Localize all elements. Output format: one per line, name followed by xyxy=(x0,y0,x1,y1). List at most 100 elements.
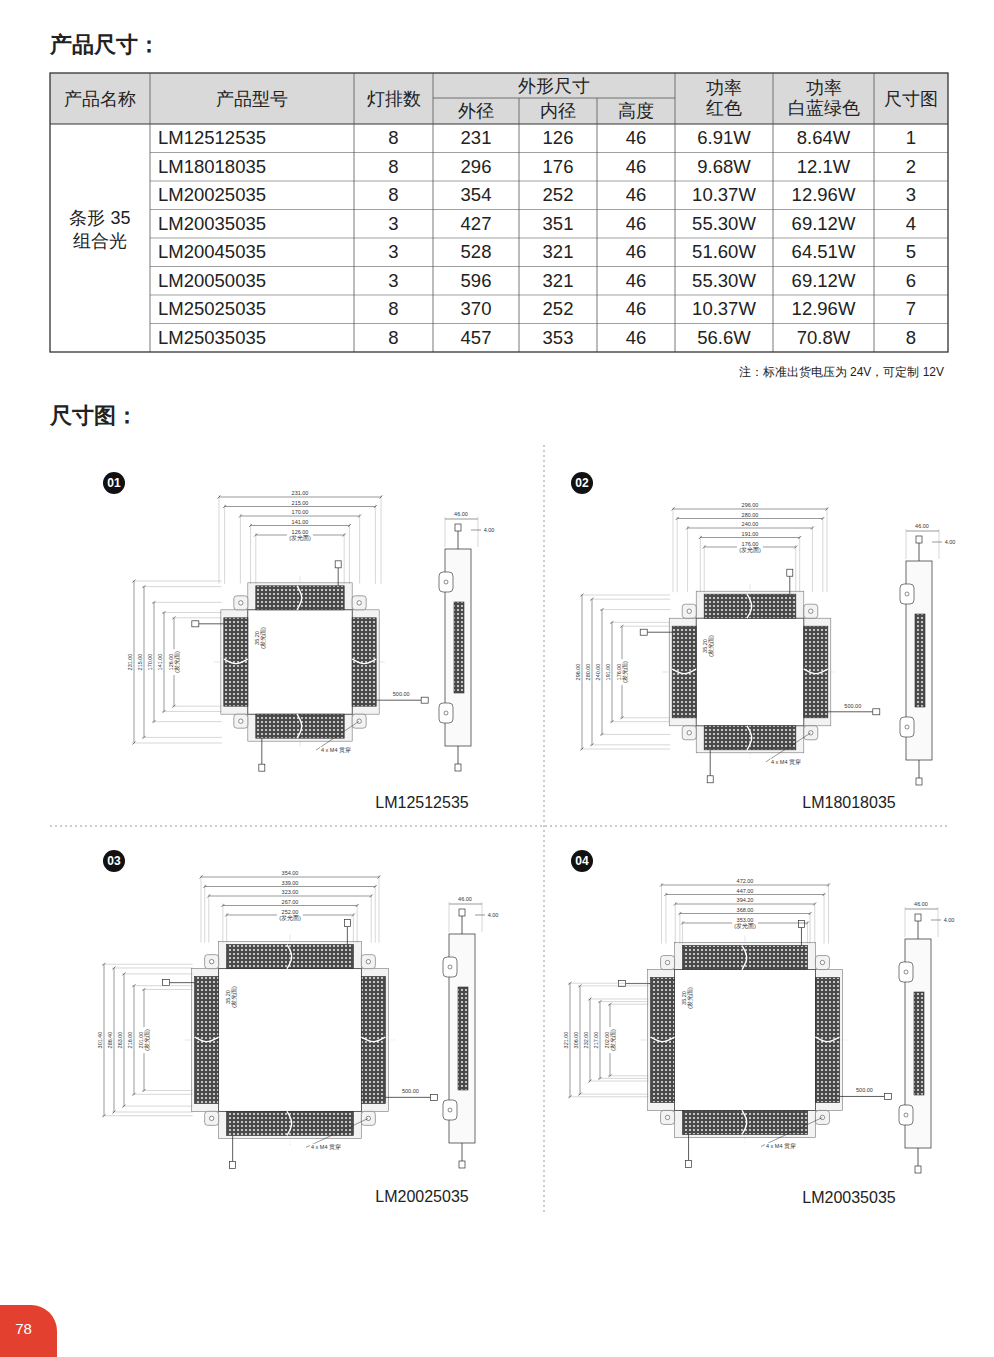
side-view-drawing xyxy=(443,902,485,1168)
break-mark xyxy=(224,659,248,664)
dimension-line xyxy=(223,905,357,906)
extension-line xyxy=(906,529,907,559)
table-cell: 2 xyxy=(906,156,916,177)
table-cell: 70.8W xyxy=(797,327,850,348)
mounting-tab xyxy=(234,714,248,728)
led-bar xyxy=(704,594,796,618)
break-mark xyxy=(297,586,302,610)
mounting-hole xyxy=(209,1116,213,1120)
dimension-tick xyxy=(225,914,228,917)
mounting-tab xyxy=(205,1111,219,1125)
table-cell: 370 xyxy=(461,299,492,320)
extension-line xyxy=(208,894,209,943)
extension-line xyxy=(381,495,382,584)
dimension-tick xyxy=(352,914,355,917)
dimension-tick xyxy=(239,515,242,518)
dimension-line xyxy=(201,877,379,878)
table-cell: 176 xyxy=(543,156,574,177)
extension-line xyxy=(152,602,222,603)
dimension-tick xyxy=(621,716,624,719)
extension-line xyxy=(814,902,815,944)
mounting-tab xyxy=(804,604,818,618)
table-rule xyxy=(150,238,948,239)
side-bracket xyxy=(439,703,453,723)
side-view-drawing xyxy=(899,907,941,1173)
side-view-drawing xyxy=(439,517,481,771)
page-number-badge: 78 xyxy=(0,1305,57,1357)
cable-wire xyxy=(919,760,920,778)
extension-line xyxy=(598,1001,649,1002)
table-cell: 6.91W xyxy=(697,128,750,149)
extension-line xyxy=(142,737,222,738)
dimension-label: 35.20 (发光面) xyxy=(224,984,237,1010)
cable-connector xyxy=(230,1161,236,1168)
cable-wire xyxy=(918,921,919,939)
extension-line xyxy=(807,921,808,944)
dimension-label: 141.00 xyxy=(291,518,310,524)
extension-line xyxy=(661,883,662,944)
extension-line xyxy=(204,885,205,943)
extension-line xyxy=(445,517,446,547)
extension-line xyxy=(610,622,670,623)
table-cell: LM20045035 xyxy=(158,242,266,263)
table-cell: 252 xyxy=(543,185,574,206)
bar-backplate xyxy=(352,610,379,714)
extension-line xyxy=(132,581,222,582)
dimension-label: 252.00 (发光面) xyxy=(277,909,303,922)
table-cell: 3 xyxy=(906,185,916,206)
dimension-line xyxy=(905,909,938,910)
bar-backplate xyxy=(219,1111,362,1138)
mounting-hole xyxy=(809,609,813,613)
table-cell: 354 xyxy=(461,185,492,206)
mounting-tab xyxy=(361,955,375,969)
dimension-label: 217.00 xyxy=(593,1031,599,1050)
dimension-tick xyxy=(681,922,684,925)
dimension-tick xyxy=(123,1105,126,1108)
dimension-tick xyxy=(143,988,146,991)
extension-line xyxy=(620,626,670,627)
extension-line xyxy=(822,517,823,593)
mounting-tab xyxy=(682,726,696,740)
mounting-tab xyxy=(661,956,675,970)
extension-line xyxy=(172,617,222,618)
page-number: 78 xyxy=(15,1321,32,1336)
table-cell: 69.12W xyxy=(792,213,856,234)
bar-backplate xyxy=(815,970,842,1111)
dimension-label: 126.00 (发光面) xyxy=(287,529,313,542)
dimension-label: 141.00 xyxy=(157,653,163,672)
table-cell: 8 xyxy=(906,327,916,348)
dimension-tick xyxy=(591,743,594,746)
extension-line xyxy=(665,893,666,944)
cable-connector xyxy=(455,524,461,531)
dimension-tick xyxy=(163,611,166,614)
spec-table-grid xyxy=(50,73,948,352)
table-cell: 8 xyxy=(388,327,398,348)
figure-number-circle: 01 xyxy=(103,472,125,494)
extension-line xyxy=(224,505,225,584)
dimension-line xyxy=(582,595,583,749)
dimension-label: 354.00 xyxy=(281,870,300,876)
extension-line xyxy=(810,912,811,944)
dimension-tick xyxy=(591,598,594,601)
table-header: 产品名称 xyxy=(64,88,136,109)
break-mark xyxy=(297,714,302,738)
table-cell: 8 xyxy=(388,299,398,320)
extension-line xyxy=(353,913,354,943)
extension-line xyxy=(132,743,222,744)
cable-connector xyxy=(640,629,647,635)
mounting-tab xyxy=(234,596,248,610)
center-plate xyxy=(219,969,362,1112)
dimension-label: 231.00 xyxy=(127,653,133,672)
extension-line xyxy=(795,545,796,592)
table-rule xyxy=(597,98,598,352)
figure-number-circle: 02 xyxy=(571,472,593,494)
dimension-label: 296.00 xyxy=(741,502,760,508)
dimension-tick xyxy=(676,517,679,520)
extension-line xyxy=(375,885,376,943)
led-bar xyxy=(256,714,344,738)
side-led-strip xyxy=(915,614,925,707)
dimension-label: 170.00 xyxy=(291,509,310,515)
dimension-label: 240.00 xyxy=(741,521,760,527)
mounting-hole xyxy=(239,601,243,605)
dimension-tick xyxy=(589,1080,592,1083)
